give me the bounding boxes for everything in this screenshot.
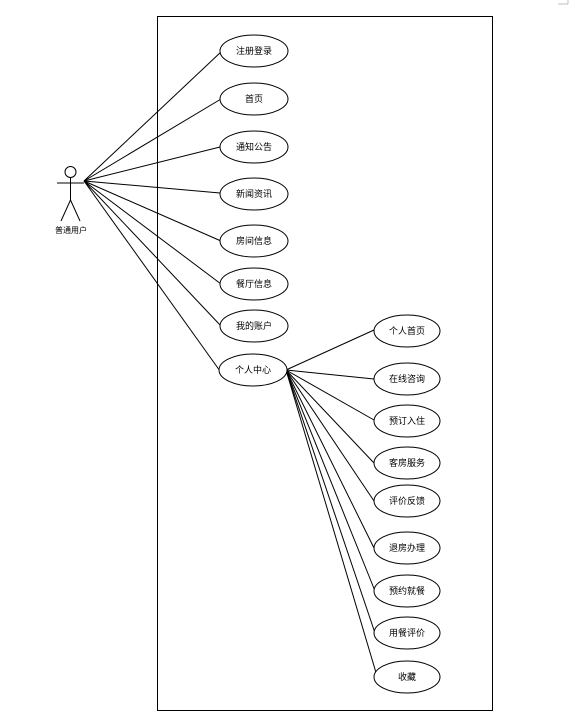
use-case-label: 餐厅信息 [236,278,272,290]
use-case-feedback[interactable]: 评价反馈 [373,484,441,518]
use-case-label: 注册登录 [236,45,272,57]
assoc-reserve-meal [285,369,376,592]
use-case-label: 房间信息 [236,235,272,247]
actor-label: 普通用户 [55,225,87,235]
use-case-ellipse [218,353,288,387]
use-case-personal-home[interactable]: 个人首页 [373,314,441,348]
assoc-personal-center [83,180,221,372]
assoc-register-login [83,50,223,182]
use-case-ellipse [373,484,441,518]
actor-right-leg [70,199,81,222]
use-case-label: 通知公告 [236,141,272,153]
use-case-label: 首页 [245,93,263,105]
use-case-label: 个人首页 [389,325,425,337]
assoc-book-checkin [285,369,375,421]
use-case-notice[interactable]: 通知公告 [219,130,289,164]
use-case-ellipse [373,660,441,694]
use-case-label: 个人中心 [235,364,271,376]
use-case-label: 预约就餐 [389,585,425,597]
use-case-label: 我的账户 [236,320,272,332]
use-case-label: 退房办理 [389,542,425,554]
assoc-room-info [83,180,222,242]
use-case-book-checkin[interactable]: 预订入住 [373,404,441,438]
use-case-room-info[interactable]: 房间信息 [219,224,289,258]
assoc-checkout [285,369,375,549]
use-case-ellipse [373,446,441,480]
actor-stick-figure [57,166,84,222]
use-case-dining-review[interactable]: 用餐评价 [373,616,441,650]
use-case-restaurant-info[interactable]: 餐厅信息 [219,267,289,301]
actor-left-leg [60,199,71,222]
use-case-ellipse [219,309,289,343]
assoc-restaurant-info [83,180,222,285]
include-associations [285,329,378,677]
use-case-ellipse [219,224,289,258]
assoc-home [83,98,222,182]
assoc-favorites [285,369,378,677]
assoc-notice [83,146,221,182]
use-case-register-login[interactable]: 注册登录 [219,34,289,68]
system-boundary [157,16,493,711]
assoc-online-consult [285,369,375,380]
use-case-ellipse [373,531,441,565]
use-case-room-service[interactable]: 客房服务 [373,446,441,480]
use-case-ellipse [219,177,289,211]
use-case-ellipse [373,362,441,396]
use-case-ellipse [373,404,441,438]
use-case-news[interactable]: 新闻资讯 [219,177,289,211]
use-case-home[interactable]: 首页 [219,82,289,116]
actor-head [64,166,77,178]
use-case-ellipse [219,34,289,68]
use-case-ellipse [373,574,441,608]
assoc-personal-home [285,329,375,371]
use-case-label: 客房服务 [389,457,425,469]
use-case-reserve-meal[interactable]: 预约就餐 [373,574,441,608]
use-case-ellipse [373,616,441,650]
use-case-personal-center[interactable]: 个人中心 [218,353,288,387]
assoc-room-service [285,369,375,464]
use-case-label: 在线咨询 [389,373,425,385]
use-case-label: 新闻资讯 [236,188,272,200]
use-case-ellipse [219,130,289,164]
use-case-ellipse [219,267,289,301]
actor-associations [83,50,223,372]
use-case-favorites[interactable]: 收藏 [373,660,441,694]
use-case-online-consult[interactable]: 在线咨询 [373,362,441,396]
use-case-my-account[interactable]: 我的账户 [219,309,289,343]
assoc-my-account [83,180,222,327]
use-case-label: 评价反馈 [389,495,425,507]
assoc-dining-review [285,369,376,634]
use-case-label: 用餐评价 [389,627,425,639]
use-case-ellipse [219,82,289,116]
corner-mark [558,0,569,5]
use-case-label: 收藏 [398,671,416,683]
use-case-checkout[interactable]: 退房办理 [373,531,441,565]
use-case-label: 预订入住 [389,415,425,427]
assoc-news [83,180,221,194]
use-case-ellipse [373,314,441,348]
assoc-feedback [285,369,375,502]
